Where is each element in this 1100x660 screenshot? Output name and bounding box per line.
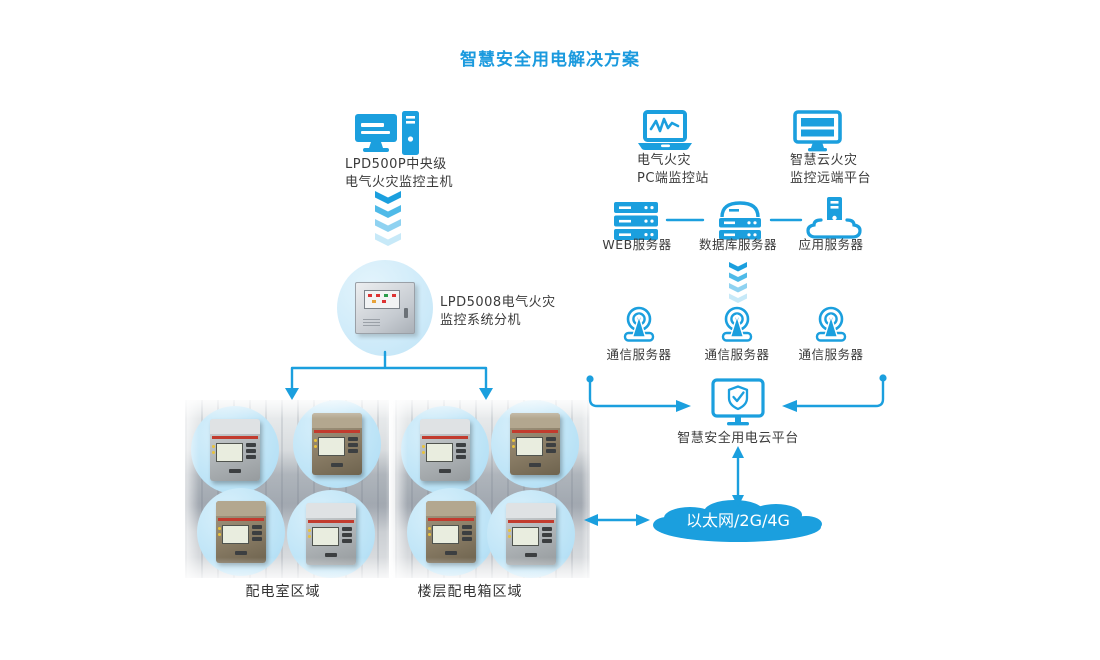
app-server-label: 应用服务器 bbox=[798, 237, 864, 252]
cloud-remote-label-line2: 监控远端平台 bbox=[790, 171, 872, 186]
central-host-label-line1: LPD500P中央级 bbox=[345, 157, 447, 172]
central-host-label: LPD500P中央级 电气火灾监控主机 bbox=[345, 156, 453, 192]
antenna-icon bbox=[815, 306, 847, 342]
web-server-label: WEB服务器 bbox=[602, 237, 672, 252]
server-rack-icon bbox=[614, 202, 658, 240]
shield-monitor-icon bbox=[711, 378, 765, 426]
chevron-down-arrow bbox=[375, 191, 401, 246]
control-cabinet-icon bbox=[355, 282, 415, 334]
comm-server-label: 通信服务器 bbox=[606, 347, 672, 362]
cloud-remote-label-line1: 智慧云火灾 bbox=[790, 153, 858, 168]
photo-fade-overlay bbox=[179, 394, 401, 584]
photo-fade-overlay bbox=[389, 394, 596, 584]
cloud-remote-label: 智慧云火灾 监控远端平台 bbox=[790, 152, 871, 188]
zone-right-label: 楼层配电箱区域 bbox=[417, 584, 523, 600]
chevron-down-arrow bbox=[729, 262, 747, 303]
page-title: 智慧安全用电解决方案 bbox=[460, 50, 640, 70]
cabinet-display bbox=[364, 290, 400, 309]
cabinet-vent bbox=[363, 317, 380, 326]
network-cloud-label: 以太网/2G/4G bbox=[686, 511, 790, 530]
lpd5008-cabinet-photo bbox=[337, 260, 433, 356]
network-cloud-shape: 以太网/2G/4G bbox=[653, 500, 822, 542]
cloud-platform-label: 智慧安全用电云平台 bbox=[677, 431, 799, 446]
branch-unit-label: LPD5008电气火灾 监控系统分机 bbox=[440, 294, 556, 330]
connector-right-to-platform bbox=[782, 374, 887, 412]
antenna-icon bbox=[721, 306, 753, 342]
pc-station-label-line1: 电气火灾 bbox=[637, 153, 692, 168]
database-server-icon bbox=[719, 201, 761, 240]
distribution-room-photo bbox=[179, 394, 401, 584]
antenna-icon bbox=[623, 306, 655, 342]
branch-connector bbox=[285, 350, 493, 400]
comm-server-label: 通信服务器 bbox=[798, 347, 864, 362]
branch-unit-label-line2: 监控系统分机 bbox=[440, 313, 522, 328]
pc-station-label-line2: PC端监控站 bbox=[637, 171, 709, 186]
laptop-waveform-icon bbox=[638, 110, 692, 150]
db-server-label: 数据库服务器 bbox=[698, 237, 777, 252]
cabinet-handle bbox=[404, 308, 408, 318]
connector-left-to-platform bbox=[586, 375, 691, 412]
central-host-label-line2: 电气火灾监控主机 bbox=[345, 175, 454, 190]
zone-left-label: 配电室区域 bbox=[245, 584, 321, 600]
comm-server-label: 通信服务器 bbox=[704, 347, 770, 362]
cloud-tower-server-icon bbox=[806, 197, 862, 239]
branch-unit-label-line1: LPD5008电气火灾 bbox=[440, 295, 556, 310]
desktop-computer-icon bbox=[355, 111, 419, 155]
pc-station-label: 电气火灾 PC端监控站 bbox=[637, 152, 709, 188]
monitor-screen-icon bbox=[793, 110, 842, 152]
floor-distribution-box-photo bbox=[389, 394, 596, 584]
